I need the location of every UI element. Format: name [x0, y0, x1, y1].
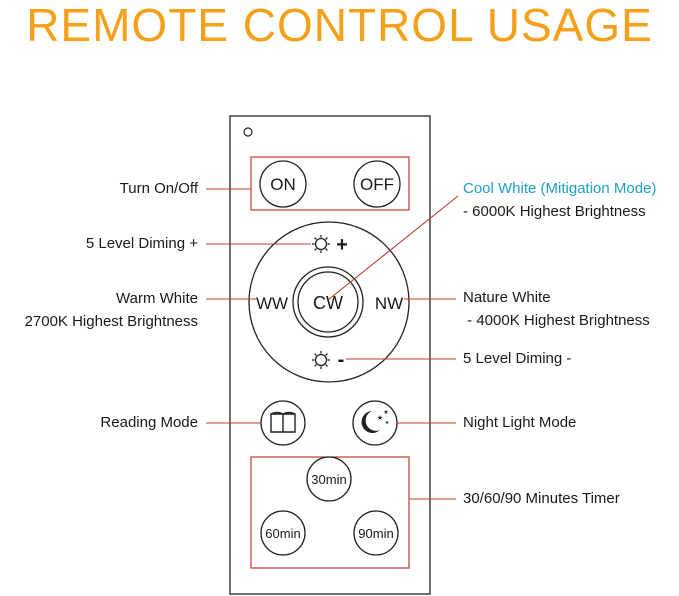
svg-text:★: ★ — [377, 414, 383, 422]
nw-button[interactable]: NW — [375, 294, 403, 313]
label-dim-minus: 5 Level Diming - — [463, 350, 572, 367]
cw-label: CW — [313, 293, 343, 313]
label-turn-on-off: Turn On/Off — [119, 180, 198, 197]
ww-button[interactable]: WW — [256, 294, 288, 313]
timer-90-button[interactable]: 90min — [353, 510, 399, 556]
label-nature-white-spec: - 4000K Highest Brightness — [463, 312, 650, 329]
label-night-light: Night Light Mode — [463, 414, 577, 431]
brightness-down-button[interactable]: - — [312, 349, 344, 371]
sun-icon — [312, 235, 330, 253]
label-nature-white: Nature White — [463, 289, 551, 306]
on-button[interactable]: ON — [259, 160, 307, 208]
off-label: OFF — [360, 175, 394, 194]
sun-icon — [312, 351, 330, 369]
reading-mode-button[interactable] — [260, 400, 306, 446]
label-cool-white-spec: - 6000K Highest Brightness — [463, 203, 646, 220]
plus-sign: + — [336, 234, 348, 256]
brightness-up-button[interactable]: + — [312, 234, 348, 256]
power-group-box — [250, 156, 410, 211]
minus-sign: - — [338, 349, 345, 371]
on-label: ON — [270, 175, 296, 194]
label-warm-white: Warm White — [116, 290, 198, 307]
cw-button[interactable]: CW — [292, 266, 364, 338]
off-button[interactable]: OFF — [353, 160, 401, 208]
timer-30-label: 30min — [311, 472, 346, 487]
book-icon — [270, 411, 296, 433]
svg-text:★: ★ — [383, 409, 388, 416]
svg-text:★: ★ — [385, 420, 390, 426]
label-warm-white-spec: 2700K Highest Brightness — [24, 313, 198, 330]
moon-stars-icon: ★ ★ ★ — [361, 409, 390, 433]
label-reading-mode: Reading Mode — [100, 414, 198, 431]
timer-60-button[interactable]: 60min — [260, 510, 306, 556]
indicator-light — [243, 127, 253, 137]
timer-60-label: 60min — [265, 526, 300, 541]
night-light-button[interactable]: ★ ★ ★ — [352, 400, 398, 446]
timer-90-label: 90min — [358, 526, 393, 541]
callout-lines — [206, 188, 459, 500]
page-title: REMOTE CONTROL USAGE — [26, 0, 653, 51]
label-dim-plus: 5 Level Diming + — [85, 235, 198, 252]
timer-30-button[interactable]: 30min — [306, 456, 352, 502]
callout-cool-white — [327, 195, 459, 301]
label-cool-white: Cool White (Mitigation Mode) — [463, 180, 657, 197]
label-timer: 30/60/90 Minutes Timer — [463, 490, 620, 507]
